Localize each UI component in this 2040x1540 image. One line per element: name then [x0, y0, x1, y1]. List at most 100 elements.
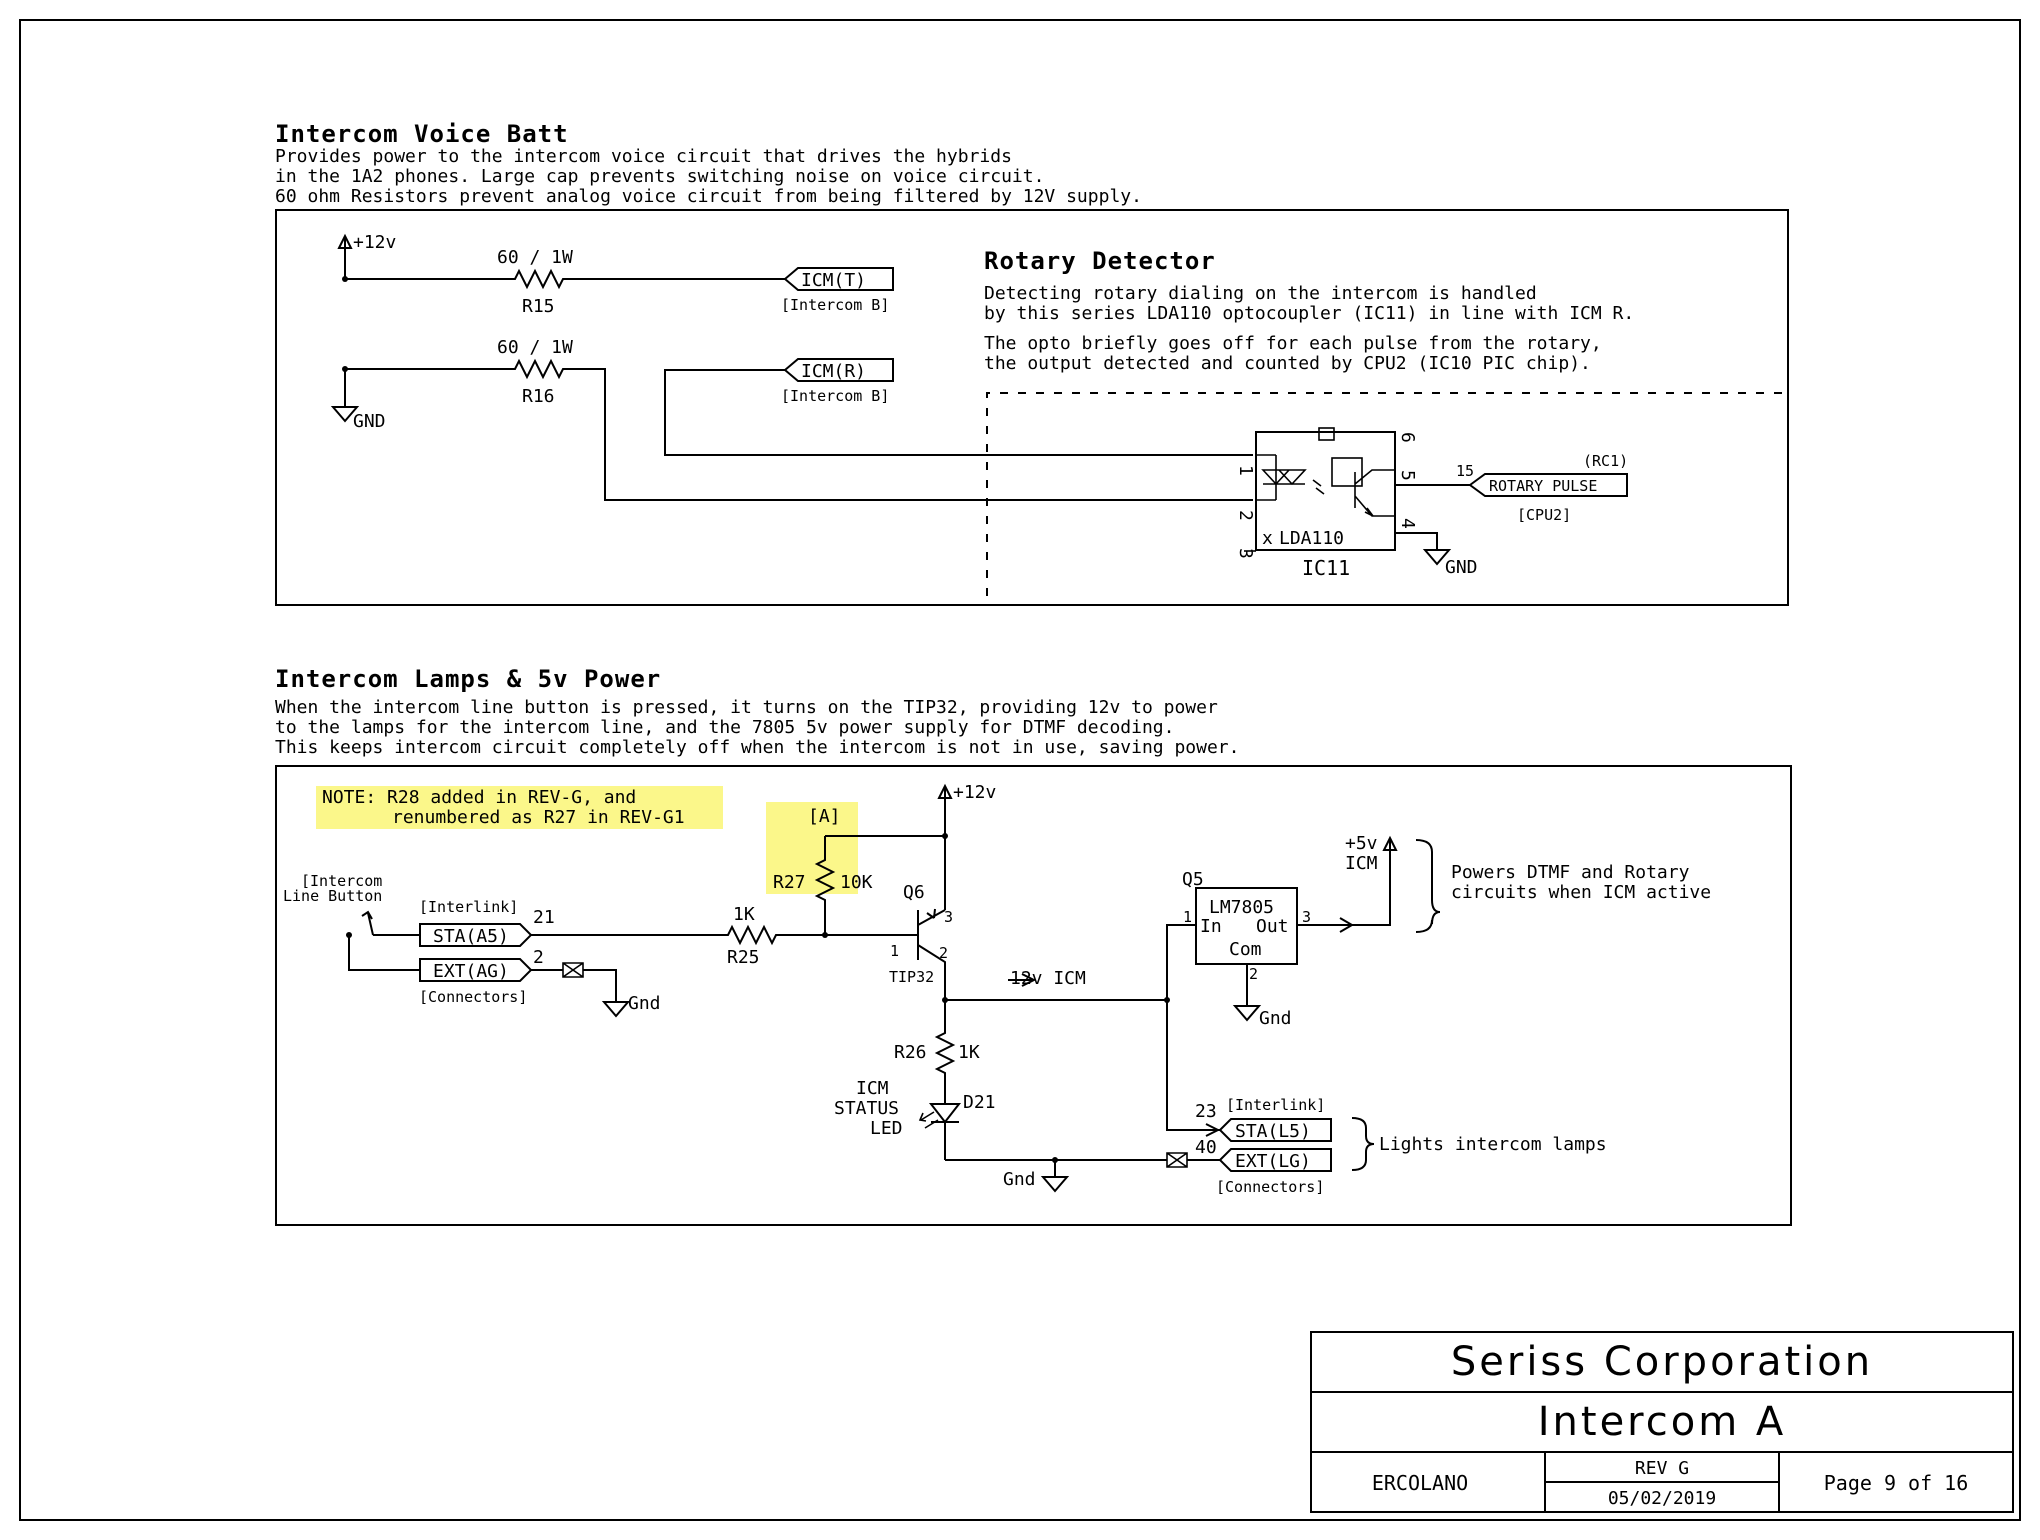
interlink-label-left: [Interlink]: [419, 898, 518, 916]
q5-com: Com: [1229, 939, 1262, 960]
ic11-light-arrows: [1312, 479, 1325, 495]
title-block-frame: [1310, 1331, 2014, 1513]
q6-pin3: 3: [944, 908, 953, 926]
ic11-transistor-icon: [1354, 469, 1395, 517]
drawing-name: Intercom A: [1538, 1399, 1787, 1445]
rotary-desc-line1: Detecting rotary dialing on the intercom…: [984, 283, 1537, 304]
q5-out: Out: [1256, 916, 1289, 937]
ic11-pin6: 6: [1397, 432, 1418, 443]
q6-pin1: 1: [890, 942, 899, 960]
d21-label-line3: LED: [870, 1118, 903, 1139]
gnd-symbol-ic11: [1395, 532, 1452, 566]
q6-ref: Q6: [903, 882, 925, 903]
icm-t-sub: [Intercom B]: [781, 296, 889, 314]
wire-button-ext: [348, 935, 420, 971]
note-line2: renumbered as R27 in REV-G1: [392, 807, 685, 828]
led-light-arrows: [918, 1111, 939, 1129]
button-contact: [346, 932, 352, 938]
q5-pin1: 1: [1183, 908, 1192, 926]
q5-in: In: [1200, 916, 1222, 937]
led-d21-icon: [928, 1103, 962, 1160]
wire-5v-out: [1297, 835, 1398, 933]
gnd-symbol-reg: [1232, 964, 1262, 1022]
d21-label-line2: STATUS: [834, 1098, 899, 1119]
section1-desc-line3: 60 ohm Resistors prevent analog voice ci…: [275, 186, 1142, 207]
rotary-pulse-label: ROTARY PULSE: [1489, 477, 1597, 495]
line-button-icon: [361, 910, 374, 936]
r27-value: 10K: [840, 872, 873, 893]
supply-label-s1: +12v: [353, 232, 396, 253]
section2-desc-line1: When the intercom line button is pressed…: [275, 697, 1218, 718]
section-intercom-lamps: Intercom Lamps & 5v Power When the inter…: [275, 665, 1792, 1226]
q5-pin3: 3: [1302, 908, 1311, 926]
resistor-r16: [345, 358, 1253, 501]
ext-ag-pin: 2: [533, 947, 544, 968]
ic11-ref: IC11: [1302, 556, 1350, 580]
ext-lg-pin: 40: [1195, 1137, 1217, 1158]
gnd-symbol-s1: [330, 369, 360, 423]
ic11-led-icon: [1261, 469, 1307, 486]
wire-sta-l5-arrow: [1205, 1123, 1221, 1137]
title-block: Seriss Corporation Intercom A ERCOLANO R…: [1310, 1331, 2014, 1513]
section2-frame: [275, 765, 1792, 1226]
rotary-desc-line3: The opto briefly goes off for each pulse…: [984, 333, 1602, 354]
r16-value: 60 / 1W: [497, 337, 573, 358]
powers-note-line2: circuits when ICM active: [1451, 882, 1711, 903]
r15-value: 60 / 1W: [497, 247, 573, 268]
button-label-line1: [Intercom: [301, 872, 382, 890]
date: 05/02/2019: [1608, 1488, 1716, 1509]
r16-ref: R16: [522, 386, 555, 407]
ic11-pin2: 2: [1235, 510, 1256, 521]
button-label-line2: Line Button: [283, 887, 382, 905]
powers-note-line1: Powers DTMF and Rotary: [1451, 862, 1690, 883]
sta-a5-pin: 21: [533, 907, 555, 928]
connectors-label-left: [Connectors]: [419, 988, 527, 1006]
section1-title: Intercom Voice Batt: [275, 120, 569, 148]
r15-ref: R15: [522, 296, 555, 317]
section1-frame: [275, 209, 1789, 606]
r25-value: 1K: [733, 904, 755, 925]
section1-desc-line1: Provides power to the intercom voice cir…: [275, 146, 1012, 167]
interlink-label-right: [Interlink]: [1226, 1096, 1325, 1114]
ic11-photo-cell: [1331, 457, 1363, 487]
ic11-pin4: 4: [1397, 518, 1418, 529]
r27-ref: R27: [773, 872, 806, 893]
plus5-line1: +5v: [1345, 833, 1378, 854]
q6-pin2: 2: [939, 944, 948, 962]
port-icm-t: [783, 267, 894, 291]
ic11-x-mark: x: [1262, 528, 1273, 549]
ic11-part: LDA110: [1279, 528, 1344, 549]
revision: REV G: [1635, 1458, 1689, 1479]
connectors-label-right: [Connectors]: [1216, 1178, 1324, 1196]
r26-value: 1K: [958, 1042, 980, 1063]
company-name: Seriss Corporation: [1451, 1339, 1873, 1385]
rotary-desc-line4: the output detected and counted by CPU2 …: [984, 353, 1591, 374]
icm-r-label: ICM(R): [801, 361, 866, 382]
section2-desc-line3: This keeps intercom circuit completely o…: [275, 737, 1240, 758]
d21-ref: D21: [963, 1092, 996, 1113]
port-icm-r: [783, 358, 894, 382]
rotary-title: Rotary Detector: [984, 247, 1216, 275]
q6-part: TIP32: [889, 968, 934, 986]
wire-ext-ag-gnd: [531, 969, 631, 1018]
title-block-grid: [1311, 1391, 2013, 1512]
gnd-label-reg: Gnd: [1259, 1008, 1292, 1029]
supply-arrow-s2: [937, 783, 953, 836]
gnd-label-ic11: GND: [1445, 557, 1478, 578]
wire-icm-r: [664, 369, 1253, 456]
q5-ref: Q5: [1182, 869, 1204, 890]
note-highlight: [316, 786, 723, 829]
section2-desc-line2: to the lamps for the intercom line, and …: [275, 717, 1174, 738]
no-connect-icon-left: [562, 962, 584, 978]
supply-arrow-s1: [337, 233, 353, 279]
port-ext-ag: [419, 958, 533, 982]
q5-part: LM7805: [1209, 897, 1274, 918]
ic11-out-pin: 15: [1456, 462, 1474, 480]
ext-lg-label: EXT(LG): [1235, 1151, 1311, 1172]
supply-label-s2: +12v: [953, 782, 996, 803]
plus5-line2: ICM: [1345, 853, 1378, 874]
ic11-led-wiring: [1256, 454, 1277, 501]
ext-ag-label: EXT(AG): [433, 961, 509, 982]
section1-desc-line2: in the 1A2 phones. Large cap prevents sw…: [275, 166, 1044, 187]
icm-t-label: ICM(T): [801, 270, 866, 291]
